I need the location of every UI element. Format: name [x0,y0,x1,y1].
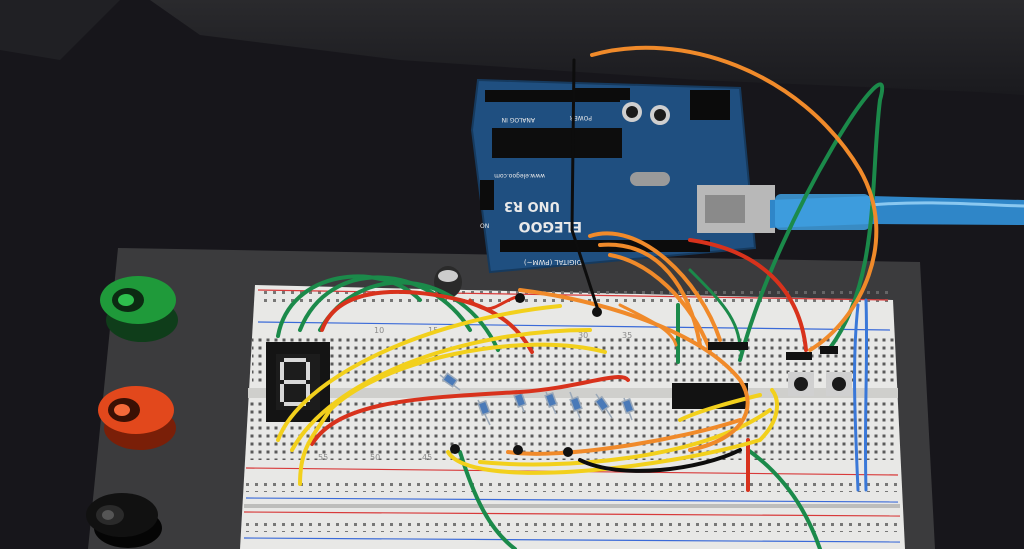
orange-wire-5 [608,253,712,352]
laptop-edge [150,0,1024,95]
board-on-label: ON [480,223,489,230]
red-wire-1 [320,289,534,354]
push-button-2 [826,372,852,396]
green-wire-5 [738,82,885,362]
blue-wire-1 [853,303,860,492]
board-analog-label: ANALOG IN [502,116,535,123]
col-number-50: 50 [370,453,380,462]
arduino-uno-board: ELEGOO UNO R3 www.elegoo.com DIGITAL (PW… [470,78,775,274]
resistors [439,372,635,426]
shift-register-ic [672,383,748,409]
green-wire-2 [298,275,472,332]
black-wire-1 [570,58,600,312]
wires [276,45,885,549]
binding-post-black [86,493,162,548]
col-number-30: 30 [578,331,588,340]
board-model: UNO R3 [504,198,560,213]
green-wire-4 [458,450,517,549]
push-button-1 [788,372,814,396]
yellow-wire-3 [298,342,607,486]
green-wire-7 [688,268,742,352]
orange-wire-7 [618,303,678,347]
yellow-wire-2 [290,328,592,452]
green-wire-6 [746,448,822,549]
yellow-wire-1 [276,304,562,442]
red-wire-5 [468,294,522,311]
blue-wire-2 [863,298,869,492]
red-wire-3 [688,238,808,352]
breadboard: 10 15 30 35 55 50 45 [240,285,905,549]
orange-wire-4 [598,242,702,347]
col-number-45: 45 [422,453,432,462]
yellow-wire-4 [446,388,779,475]
yellow-wire-6 [678,393,762,422]
board-digital-label: DIGITAL (PWM~) [524,258,582,266]
orange-wire-2 [518,288,750,452]
desk-corner [0,0,120,60]
board-brand: ELEGOO [519,218,582,234]
board-website: www.elegoo.com [494,172,545,179]
usb-cable [770,194,1024,230]
black-wire-2 [578,448,742,473]
col-number-35: 35 [622,331,632,340]
orange-wire-1 [590,45,879,352]
board-power-label: POWER [570,114,592,121]
orange-wire-6 [506,418,742,456]
wire-pins [450,293,838,457]
col-number-10: 10 [374,326,384,335]
binding-post-green [100,276,178,342]
green-wire-1 [276,274,422,338]
orange-wire-3 [588,231,722,342]
binding-post-red [98,386,176,450]
red-wire-2 [310,375,630,446]
col-number-55: 55 [318,453,328,462]
